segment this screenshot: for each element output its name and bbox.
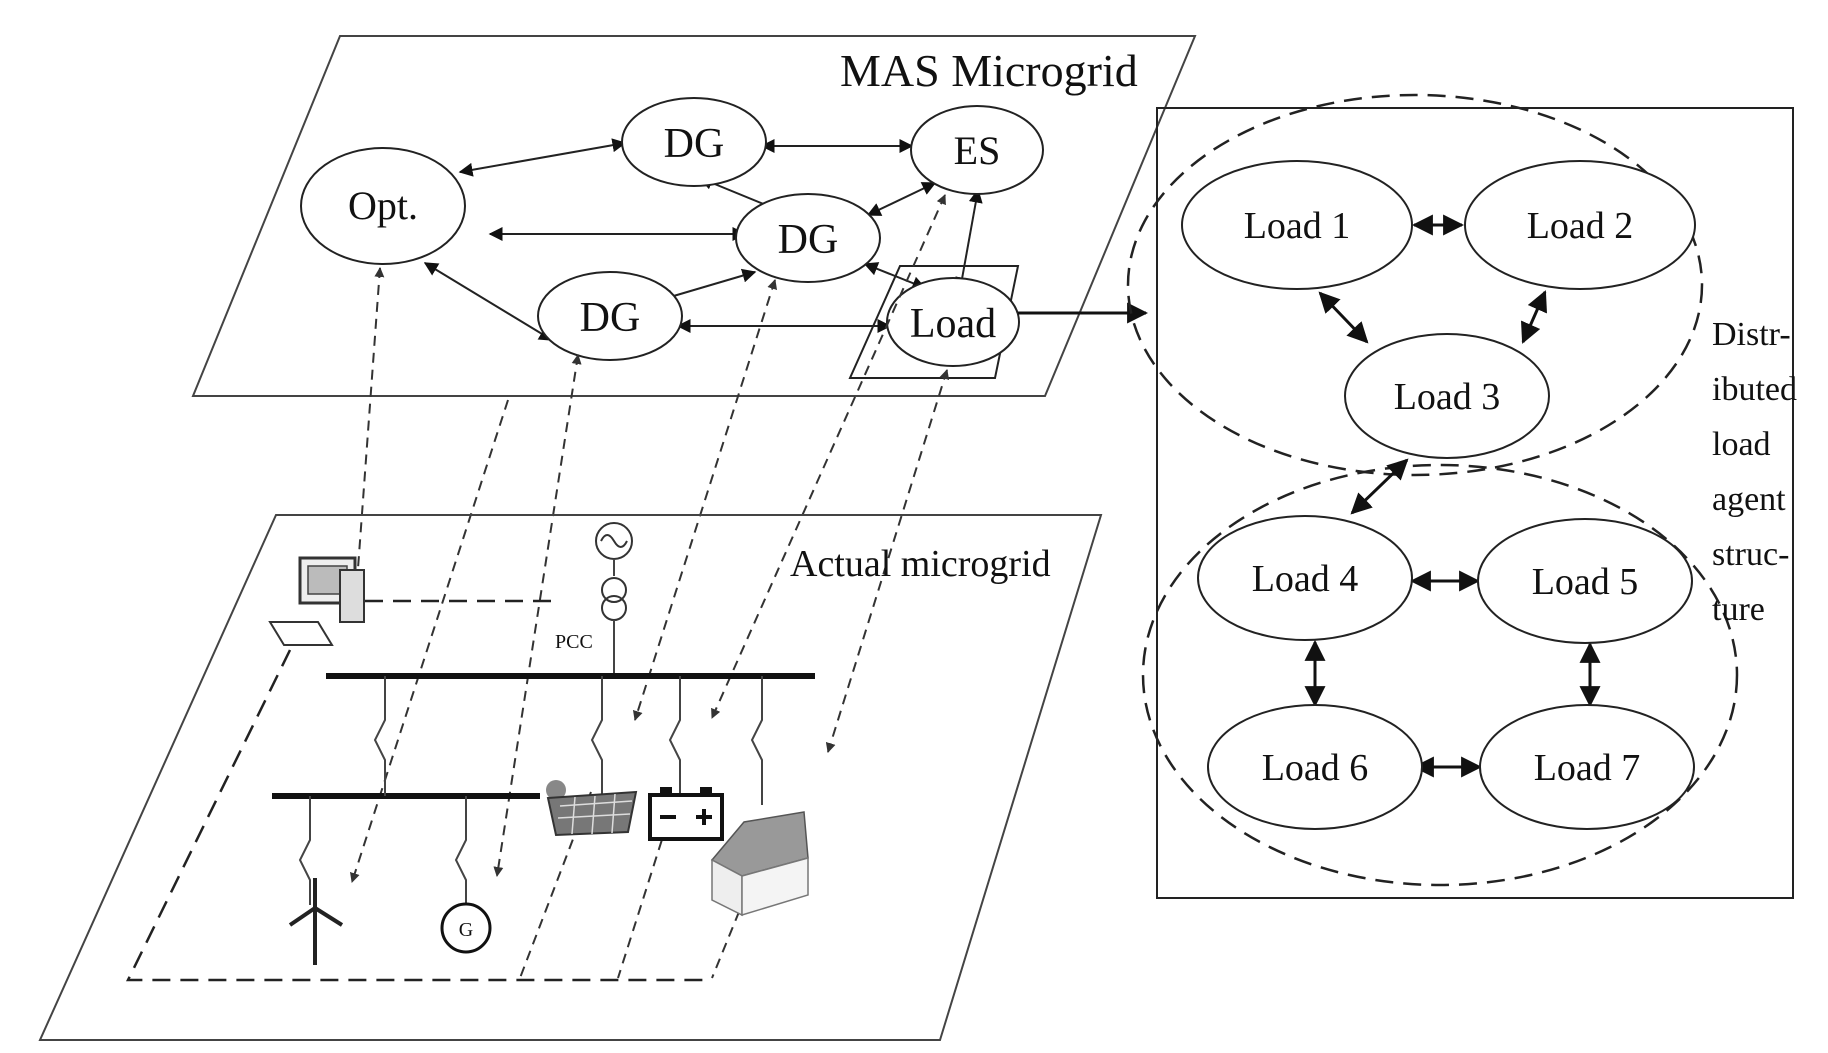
map-opt-computer	[352, 267, 385, 583]
caption-line-1: Distr-	[1712, 316, 1791, 353]
load-5-label: Load 5	[1532, 561, 1639, 603]
load-panel-caption: Distr- ibuted load agent struc- ture	[1712, 316, 1797, 628]
agent-node-es: ES	[910, 105, 1044, 195]
link-es-dg-mid	[866, 182, 937, 216]
mas-plane-title: MAS Microgrid	[840, 45, 1138, 96]
load-node-2: Load 2	[1464, 160, 1696, 290]
agent-es-label: ES	[954, 128, 1001, 173]
battery-icon	[648, 787, 724, 841]
mas-plane-border	[191, 35, 1197, 397]
agent-node-load: Load	[886, 277, 1020, 367]
agent-opt-label: Opt.	[348, 183, 418, 228]
link-opt-dg-top	[458, 138, 627, 177]
agent-node-dg-low: DG	[537, 271, 683, 361]
map-plane-wind	[350, 399, 509, 883]
solar-panel-icon	[546, 780, 638, 837]
caption-line-5: struc-	[1712, 536, 1789, 573]
caption-line-3: load	[1712, 426, 1771, 463]
agent-dg-low-label: DG	[580, 295, 641, 341]
actual-plane-border	[38, 514, 1103, 1041]
load-node-3: Load 3	[1344, 333, 1550, 459]
computer-icon	[268, 556, 365, 646]
load-agent-panel: Load 1 Load 2 Load 3 Load 4 Load 5 Load …	[1126, 93, 1797, 899]
map-dg-low-generator	[493, 354, 582, 877]
wind-turbine-icon	[288, 878, 344, 965]
link-opt-dg-low	[423, 262, 554, 341]
actual-plane-title: Actual microgrid	[790, 543, 1051, 585]
load-node-4: Load 4	[1197, 515, 1413, 641]
communication-loop-lower	[125, 649, 705, 982]
caption-line-6: ture	[1712, 591, 1765, 628]
generator-icon: G	[440, 902, 492, 954]
load-2-label: Load 2	[1527, 205, 1634, 247]
load-cluster-upper	[1126, 93, 1704, 477]
caption-line-2: ibuted	[1712, 371, 1797, 408]
main-bus-feeders	[373, 676, 763, 805]
load-node-7: Load 7	[1479, 704, 1695, 830]
agent-dg-mid-label: DG	[778, 217, 839, 263]
load-node-1: Load 1	[1181, 160, 1413, 290]
load-cluster-lower	[1141, 463, 1739, 887]
link-load1-load3	[1318, 291, 1369, 344]
load-4-label: Load 4	[1252, 558, 1359, 600]
load-1-label: Load 1	[1244, 205, 1351, 247]
load-node-5: Load 5	[1477, 518, 1693, 644]
caption-line-4: agent	[1712, 481, 1786, 518]
generator-label: G	[459, 919, 473, 941]
map-es-battery	[711, 194, 946, 719]
agent-dg-top-label: DG	[664, 121, 725, 167]
link-load2-load3	[1521, 290, 1547, 344]
pcc-label: PCC	[555, 631, 593, 653]
load-panel-border	[1156, 107, 1794, 899]
agent-load-label: Load	[910, 301, 996, 347]
mas-microgrid-plane: MAS Microgrid Opt. DG ES	[191, 35, 1197, 397]
ac-source-icon	[595, 522, 633, 676]
agent-node-dg-top: DG	[621, 97, 767, 187]
agent-node-dg-mid: DG	[735, 193, 881, 283]
agent-mapping-links	[350, 194, 950, 979]
load-node-6: Load 6	[1207, 704, 1423, 830]
load-7-label: Load 7	[1534, 747, 1641, 789]
map-plane-battery-out	[617, 807, 673, 979]
load-6-label: Load 6	[1262, 747, 1369, 789]
actual-microgrid-plane: Actual microgrid PCC	[38, 514, 1103, 1041]
house-icon	[710, 811, 809, 917]
link-es-load	[955, 188, 983, 292]
link-load3-load4	[1350, 458, 1409, 515]
load-links	[1304, 214, 1601, 778]
sub-bus-feeders	[298, 796, 467, 905]
agent-node-opt: Opt.	[300, 147, 466, 265]
load-3-label: Load 3	[1394, 376, 1501, 418]
